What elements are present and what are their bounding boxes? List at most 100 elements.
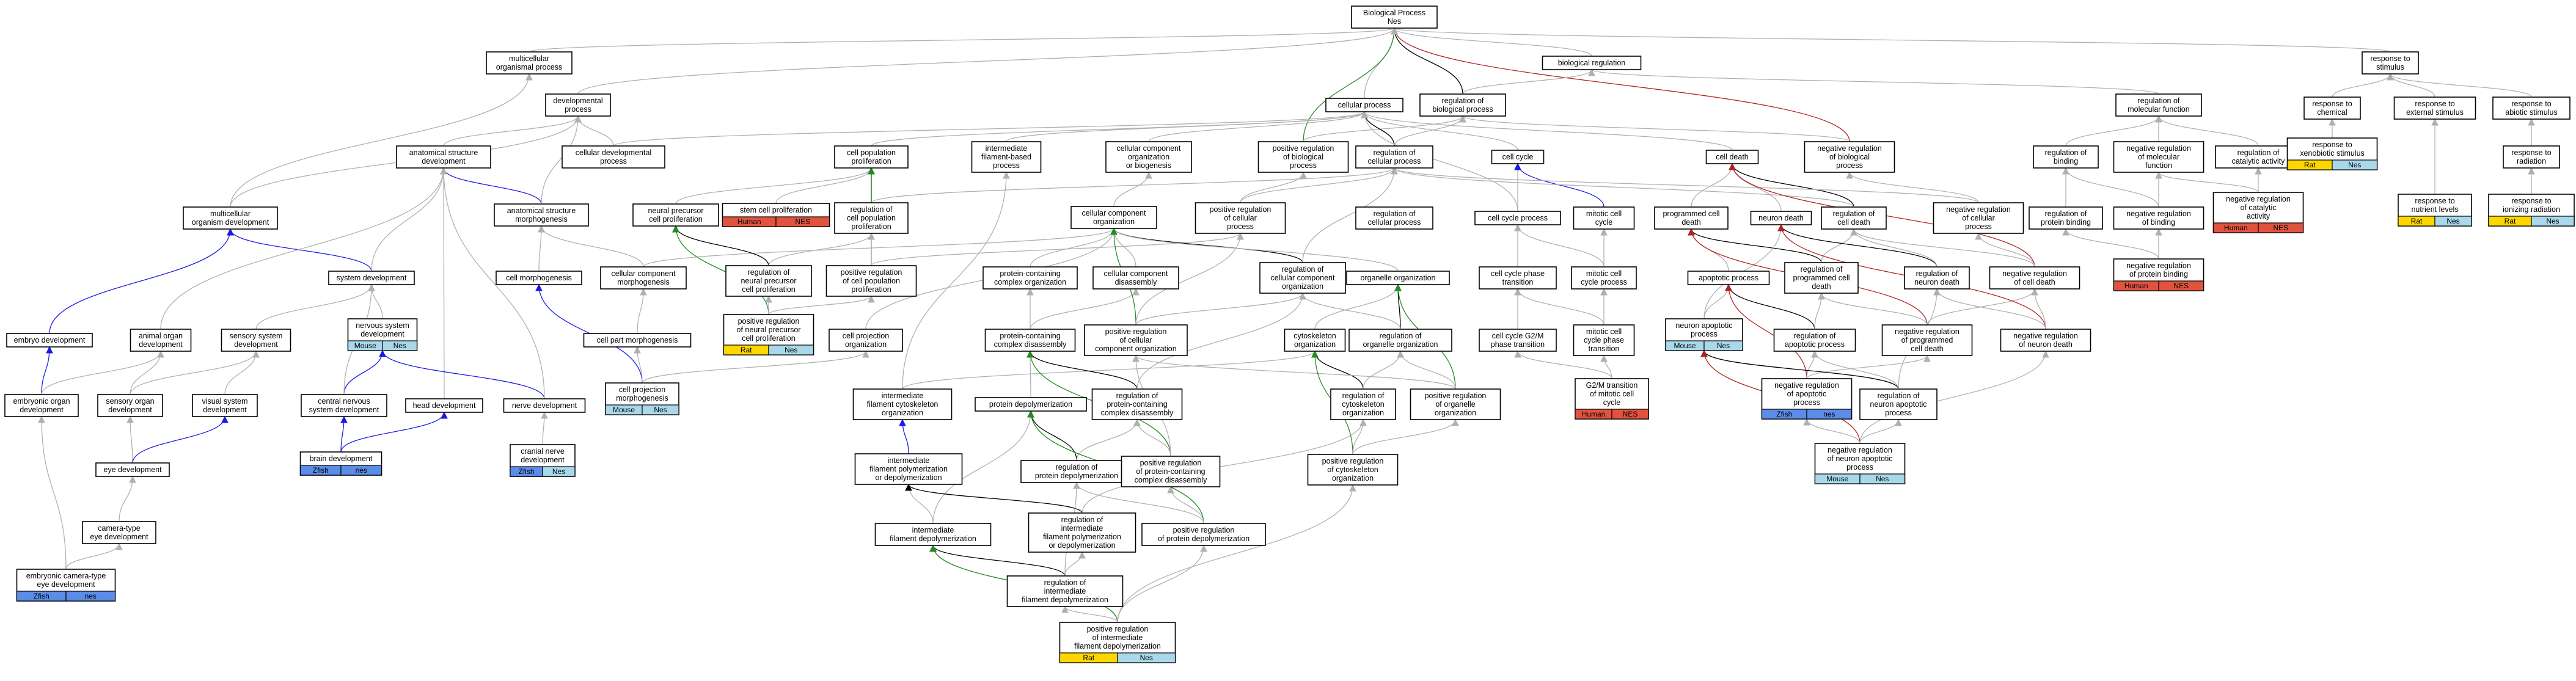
is-a-edge bbox=[1818, 292, 1928, 326]
is-a-edge bbox=[2031, 288, 2046, 330]
node-label: regulation of bbox=[1044, 578, 1086, 587]
node-label: sensory organ bbox=[106, 397, 154, 406]
is-a-edge bbox=[871, 111, 1368, 147]
node-box bbox=[130, 329, 192, 352]
go-term-node: apoptotic process bbox=[1687, 271, 1770, 285]
node-label: transition bbox=[1502, 278, 1534, 286]
node-label: protein depolymerization bbox=[1035, 472, 1118, 480]
node-label: process bbox=[993, 161, 1020, 170]
is-a-edge bbox=[1803, 418, 1861, 444]
regulates-edge bbox=[1729, 162, 1854, 208]
regulates-edge bbox=[1700, 349, 1899, 390]
node-label: negative regulation bbox=[2002, 269, 2067, 278]
is-a-edge bbox=[1361, 111, 1733, 151]
node-label: cellular component bbox=[1082, 209, 1146, 217]
is-a-edge bbox=[538, 225, 644, 268]
node-box bbox=[1091, 388, 1183, 420]
node-label: of cell death bbox=[2014, 278, 2055, 286]
node-box bbox=[834, 145, 909, 169]
go-term-node: organelle organization bbox=[1346, 271, 1450, 285]
is-a-edge bbox=[1391, 167, 1979, 203]
regulates-edge bbox=[672, 225, 769, 266]
node-label: negative regulation bbox=[1817, 144, 1882, 153]
node-label: cellular component bbox=[1271, 274, 1335, 282]
node-label: developmental bbox=[553, 97, 602, 105]
node-label: mitotic cell bbox=[1586, 269, 1622, 278]
node-label: response to bbox=[2415, 100, 2454, 108]
is-a-edge bbox=[871, 232, 1244, 266]
nes-badge: NES bbox=[2273, 224, 2288, 232]
node-label: filament depolymerization bbox=[1074, 642, 1161, 650]
species-badge: Zfish bbox=[1776, 410, 1792, 418]
is-a-edge bbox=[224, 350, 260, 395]
node-box bbox=[2000, 329, 2091, 352]
is-a-edge bbox=[1462, 68, 1595, 95]
part-of-edge bbox=[343, 349, 386, 395]
go-term-node: biological regulation bbox=[1542, 56, 1642, 70]
species-badge: Zfish bbox=[34, 592, 49, 600]
is-a-edge bbox=[1302, 167, 1398, 263]
node-label: regulation of bbox=[748, 268, 790, 277]
node-box bbox=[1474, 211, 1561, 225]
is-a-edge bbox=[255, 283, 375, 330]
node-label: organismal process bbox=[496, 63, 562, 71]
is-a-edge bbox=[1117, 484, 1356, 623]
node-box bbox=[2113, 141, 2205, 173]
species-badge: Rat bbox=[2411, 217, 2423, 225]
node-label: of apoptotic bbox=[1787, 390, 1827, 398]
node-box bbox=[1750, 211, 1812, 225]
node-label: regulation of bbox=[1374, 209, 1416, 218]
node-label: phase transition bbox=[1491, 340, 1545, 349]
node-box bbox=[1479, 329, 1557, 352]
part-of-edge bbox=[41, 346, 53, 395]
node-box bbox=[6, 333, 93, 348]
node-box bbox=[95, 462, 170, 477]
is-a-edge bbox=[1133, 418, 1171, 457]
is-a-edge bbox=[642, 350, 869, 384]
is-a-edge bbox=[538, 225, 545, 272]
node-label: negative regulation bbox=[1895, 327, 1959, 336]
node-label: positive regulation bbox=[1105, 327, 1167, 336]
node-label: cell cycle process bbox=[1488, 214, 1548, 222]
is-a-edge bbox=[1073, 481, 1204, 524]
is-a-edge bbox=[1850, 228, 2035, 268]
node-label: response to bbox=[2312, 100, 2352, 108]
positively-regulates-edge bbox=[672, 225, 769, 315]
is-a-edge bbox=[1030, 288, 1140, 330]
node-label: organization bbox=[1294, 340, 1336, 349]
node-label: filament-based bbox=[981, 153, 1031, 161]
is-a-edge bbox=[2155, 115, 2259, 147]
node-label: cell death bbox=[1911, 344, 1944, 353]
is-a-edge bbox=[1821, 228, 1857, 263]
node-label: central nervous bbox=[318, 397, 370, 406]
node-box bbox=[97, 394, 163, 417]
is-a-edge bbox=[2062, 167, 2159, 208]
node-box bbox=[1325, 98, 1403, 112]
node-label: process bbox=[1290, 161, 1317, 170]
node-label: cell morphogenesis bbox=[506, 274, 572, 282]
is-a-edge bbox=[932, 410, 1034, 524]
node-label: organization bbox=[1332, 474, 1374, 483]
node-box bbox=[2029, 206, 2103, 230]
node-label: stimulus bbox=[2376, 63, 2404, 71]
is-a-edge bbox=[1806, 354, 1931, 379]
positively-regulates-edge bbox=[1303, 27, 1398, 142]
node-label: animal organ bbox=[139, 332, 183, 340]
node-box bbox=[2503, 145, 2560, 169]
node-box bbox=[1989, 266, 2080, 290]
node-label: regulation of bbox=[2045, 209, 2087, 218]
species-badge: Rat bbox=[2304, 161, 2316, 169]
